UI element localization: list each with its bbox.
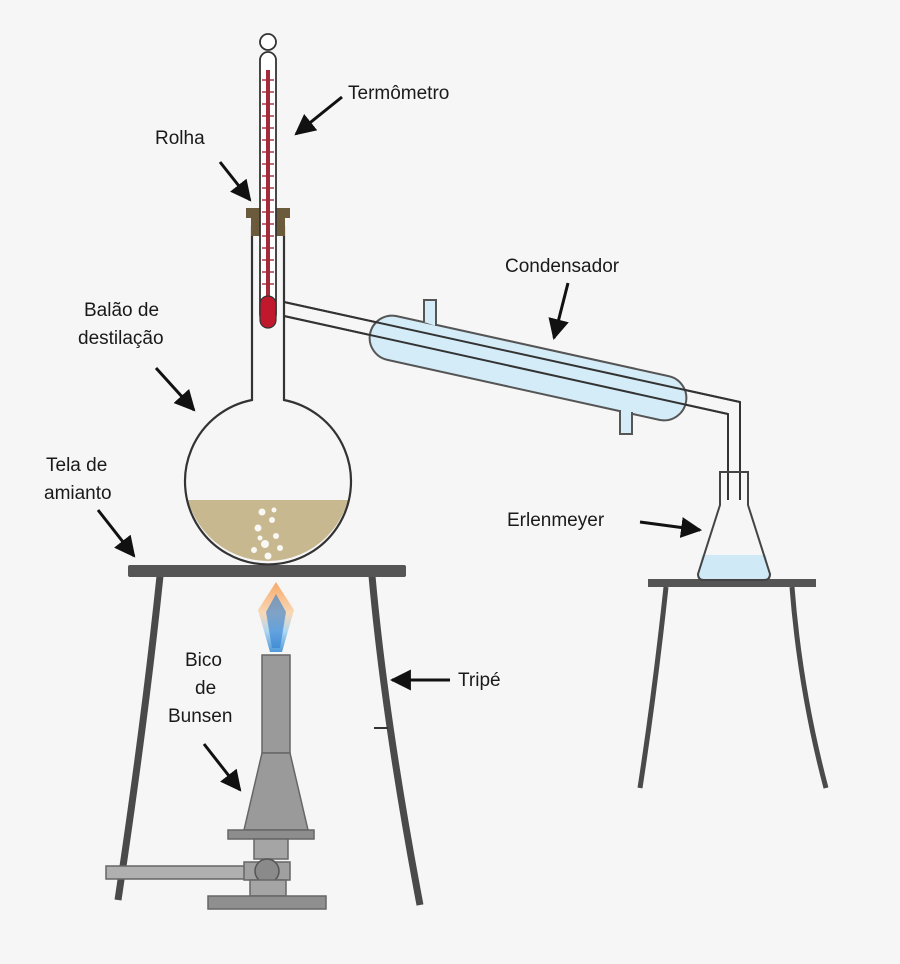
bunsen-burner	[105, 582, 327, 910]
gauze-plate	[128, 565, 406, 577]
label-thermometer: Termômetro	[348, 83, 449, 104]
label-bunsen-line2: de	[195, 678, 216, 699]
small-tripod	[637, 579, 829, 789]
arrow-gauze	[96, 509, 136, 558]
erlenmeyer-flask	[696, 471, 772, 581]
arrow-flask	[154, 366, 196, 412]
arrow-thermometer	[294, 95, 343, 136]
label-flask-line2: destilação	[78, 328, 164, 349]
condenser	[283, 299, 741, 435]
label-bunsen-line1: Bico	[185, 650, 222, 671]
pointer-arrows	[96, 95, 703, 792]
label-stopper: Rolha	[155, 128, 205, 149]
arrow-erlenmeyer	[639, 517, 703, 538]
arrow-bunsen	[202, 743, 242, 792]
label-flask-line1: Balão de	[84, 300, 159, 321]
thermometer	[259, 33, 277, 329]
label-bunsen-line3: Bunsen	[168, 706, 232, 727]
arrow-stopper	[218, 161, 252, 202]
label-tripod: Tripé	[458, 670, 501, 691]
label-gauze-line1: Tela de	[46, 455, 107, 476]
labels: Termômetro Rolha Condensador Balão de de…	[44, 83, 620, 727]
label-condenser: Condensador	[505, 256, 620, 277]
label-erlenmeyer: Erlenmeyer	[507, 510, 605, 531]
tripod	[114, 575, 424, 906]
arrow-condenser	[548, 282, 570, 341]
label-gauze-line2: amianto	[44, 483, 112, 504]
